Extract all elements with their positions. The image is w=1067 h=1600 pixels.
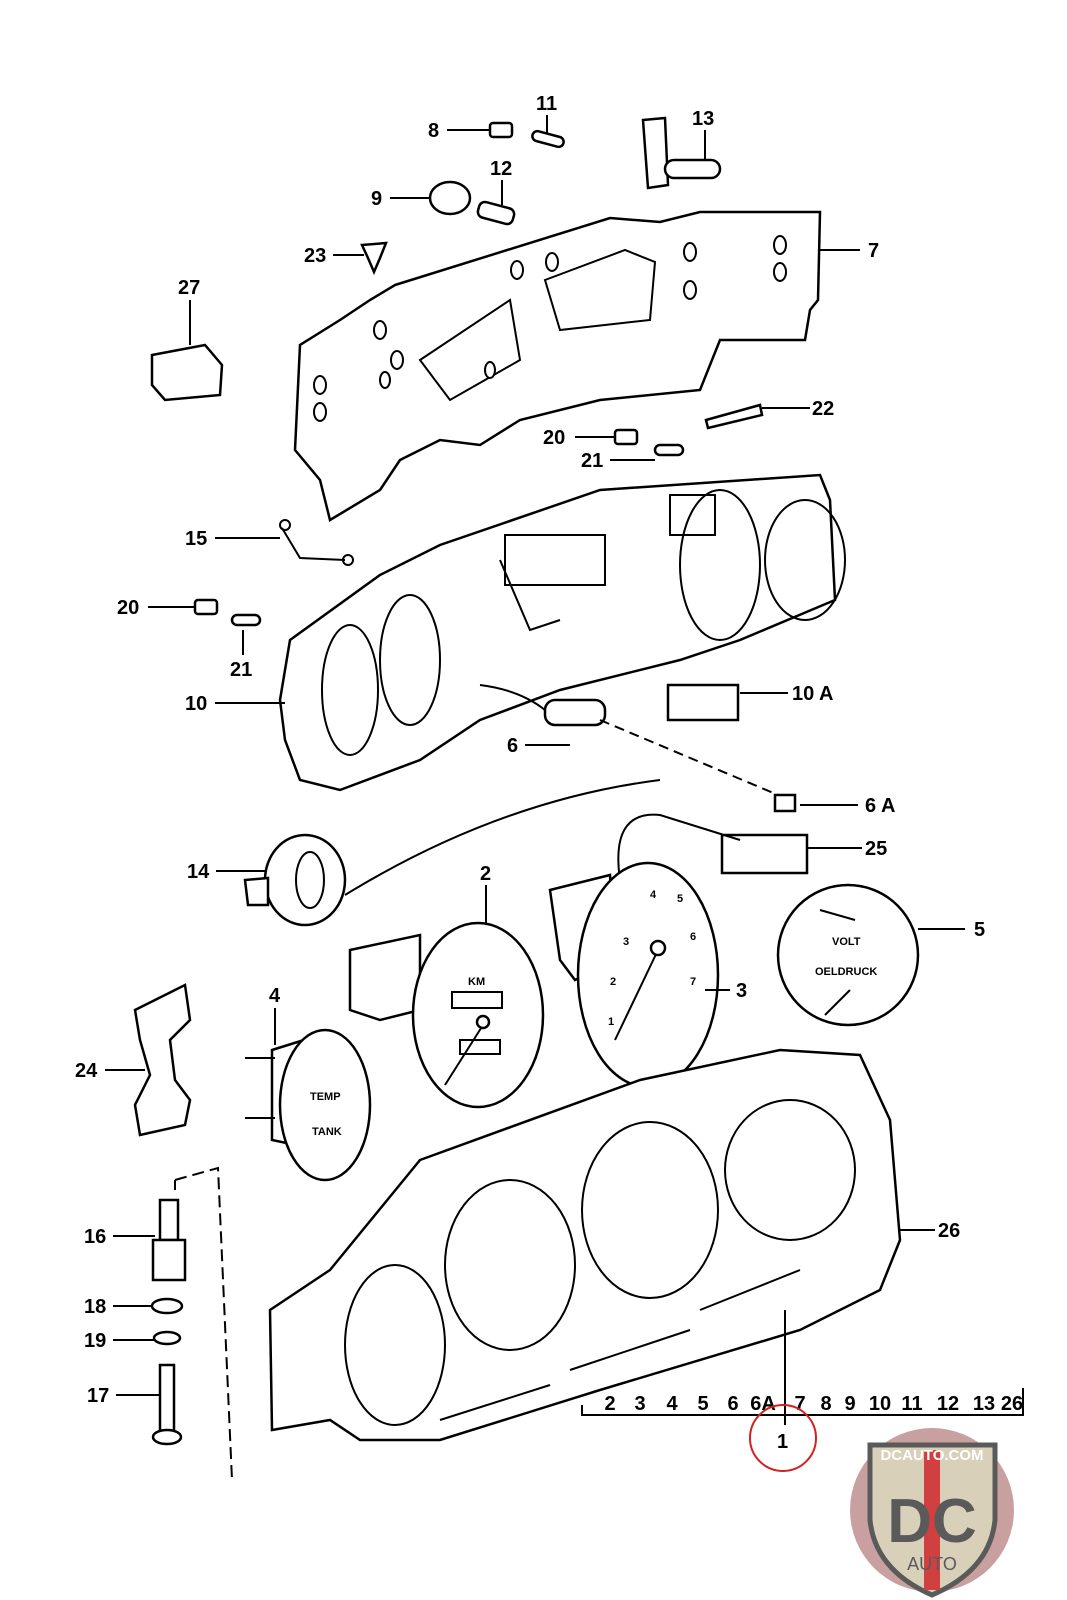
assembly-include-item: 26 bbox=[1001, 1393, 1023, 1415]
assembly-include-item: 6 bbox=[727, 1393, 738, 1415]
connector-part-10a bbox=[666, 683, 740, 722]
tachometer-part-3: 1 2 3 4 5 6 7 bbox=[548, 861, 720, 1089]
callout: 17 bbox=[87, 1385, 109, 1407]
assembly-include-item: 12 bbox=[937, 1393, 959, 1415]
assembly-include-item: 2 bbox=[604, 1393, 615, 1415]
callout: 2 bbox=[480, 863, 491, 885]
callout: 24 bbox=[75, 1060, 98, 1082]
tacho-number: 5 bbox=[677, 893, 683, 905]
assembly-include-item: 5 bbox=[697, 1393, 708, 1415]
volt-text: VOLT bbox=[832, 936, 861, 948]
bulb-holder-part-8 bbox=[488, 121, 514, 139]
assembly-part-number: 1 bbox=[777, 1431, 788, 1453]
clip-part-23 bbox=[360, 241, 388, 276]
callout: 5 bbox=[974, 919, 985, 941]
callout: 20 bbox=[117, 597, 139, 619]
cable bbox=[344, 779, 661, 896]
callout: 9 bbox=[371, 188, 382, 210]
callout: 11 bbox=[536, 93, 557, 115]
tacho-number: 6 bbox=[690, 931, 696, 943]
holder-part-20 bbox=[613, 428, 639, 446]
callout: 19 bbox=[84, 1330, 106, 1352]
callout-labels: 11 8 13 12 9 23 27 7 22 20 21 15 20 21 1… bbox=[75, 93, 985, 1407]
dashed-leader bbox=[174, 1166, 233, 1481]
callout: 21 bbox=[581, 450, 603, 472]
logo-mark: DC bbox=[887, 1487, 977, 1556]
callout: 16 bbox=[84, 1226, 106, 1248]
assembly-include-item: 13 bbox=[973, 1393, 995, 1415]
callout: 26 bbox=[938, 1220, 960, 1242]
assembly-include-item: 6A bbox=[750, 1393, 776, 1415]
callout: 23 bbox=[304, 245, 326, 267]
assembly-include-item: 8 bbox=[820, 1393, 831, 1415]
clip-part-22 bbox=[704, 403, 764, 430]
logo-site: DCAUTO.COM bbox=[880, 1447, 983, 1464]
holder-part-20b bbox=[193, 598, 219, 616]
callout: 25 bbox=[865, 838, 887, 860]
spring-part-15 bbox=[279, 519, 354, 566]
callout: 4 bbox=[269, 985, 281, 1007]
assembly-include-item: 4 bbox=[666, 1393, 678, 1415]
dc-auto-logo: DC AUTO DCAUTO.COM bbox=[850, 1428, 1014, 1598]
speedo-km-text: KM bbox=[468, 976, 485, 988]
relay-part-27 bbox=[150, 343, 224, 402]
callout: 7 bbox=[868, 240, 879, 262]
bulb-part-21 bbox=[653, 443, 685, 457]
tacho-number: 1 bbox=[608, 1016, 614, 1028]
speedometer-part-2: KM bbox=[348, 921, 545, 1109]
temp-text: TEMP bbox=[310, 1091, 341, 1103]
washer-part-19 bbox=[152, 1330, 182, 1346]
bulb-part-11 bbox=[531, 129, 565, 149]
assembly-include-item: 9 bbox=[844, 1393, 855, 1415]
callout: 21 bbox=[230, 659, 252, 681]
bracket-part-13 bbox=[641, 116, 722, 190]
callout: 12 bbox=[490, 158, 512, 180]
tacho-number: 3 bbox=[623, 936, 629, 948]
callout: 13 bbox=[692, 108, 714, 130]
connector-part-25 bbox=[617, 813, 809, 881]
oil-pressure-text: OELDRUCK bbox=[815, 966, 877, 978]
tacho-number: 7 bbox=[690, 976, 696, 988]
assembly-include-item: 7 bbox=[794, 1393, 805, 1415]
callout: 6 bbox=[507, 735, 518, 757]
callout: 14 bbox=[187, 861, 210, 883]
assembly-include-item: 10 bbox=[869, 1393, 891, 1415]
screw-part-16 bbox=[151, 1198, 187, 1282]
callout: 15 bbox=[185, 528, 207, 550]
temp-fuel-gauge-part-4: TEMP TANK bbox=[245, 1028, 372, 1182]
cluster-housing-part-26 bbox=[268, 1048, 902, 1442]
highlight-circle bbox=[749, 1404, 817, 1472]
screw-part-17 bbox=[151, 1363, 183, 1446]
leader-lines bbox=[105, 115, 1024, 1425]
washer-part-18 bbox=[150, 1297, 184, 1315]
assembly-include-item: 11 bbox=[901, 1393, 922, 1415]
clock-part-14 bbox=[243, 833, 347, 927]
bulb-part-21b bbox=[230, 613, 262, 627]
plate-part-24 bbox=[133, 983, 192, 1137]
callout: 27 bbox=[178, 277, 200, 299]
sensor-part-6 bbox=[479, 684, 607, 727]
housing-part-10 bbox=[278, 473, 846, 792]
bulb-part-12 bbox=[476, 200, 516, 226]
callout: 3 bbox=[736, 980, 747, 1002]
circuit-board-part-7 bbox=[293, 210, 822, 522]
tacho-number: 4 bbox=[650, 889, 657, 901]
logo-word: AUTO bbox=[907, 1554, 957, 1574]
callout: 22 bbox=[812, 398, 834, 420]
callout: 10 A bbox=[792, 683, 834, 705]
callout: 20 bbox=[543, 427, 565, 449]
volt-oil-gauge-part-5: VOLT OELDRUCK bbox=[776, 883, 920, 1027]
callout: 10 bbox=[185, 693, 207, 715]
tacho-number: 2 bbox=[610, 976, 616, 988]
assembly-include-item: 3 bbox=[634, 1393, 645, 1415]
callout: 6 A bbox=[865, 795, 895, 817]
callout: 18 bbox=[84, 1296, 106, 1318]
callout: 8 bbox=[428, 120, 439, 142]
socket-part-9 bbox=[428, 180, 472, 216]
bolt-part-6a bbox=[599, 719, 797, 813]
tank-text: TANK bbox=[312, 1126, 342, 1138]
